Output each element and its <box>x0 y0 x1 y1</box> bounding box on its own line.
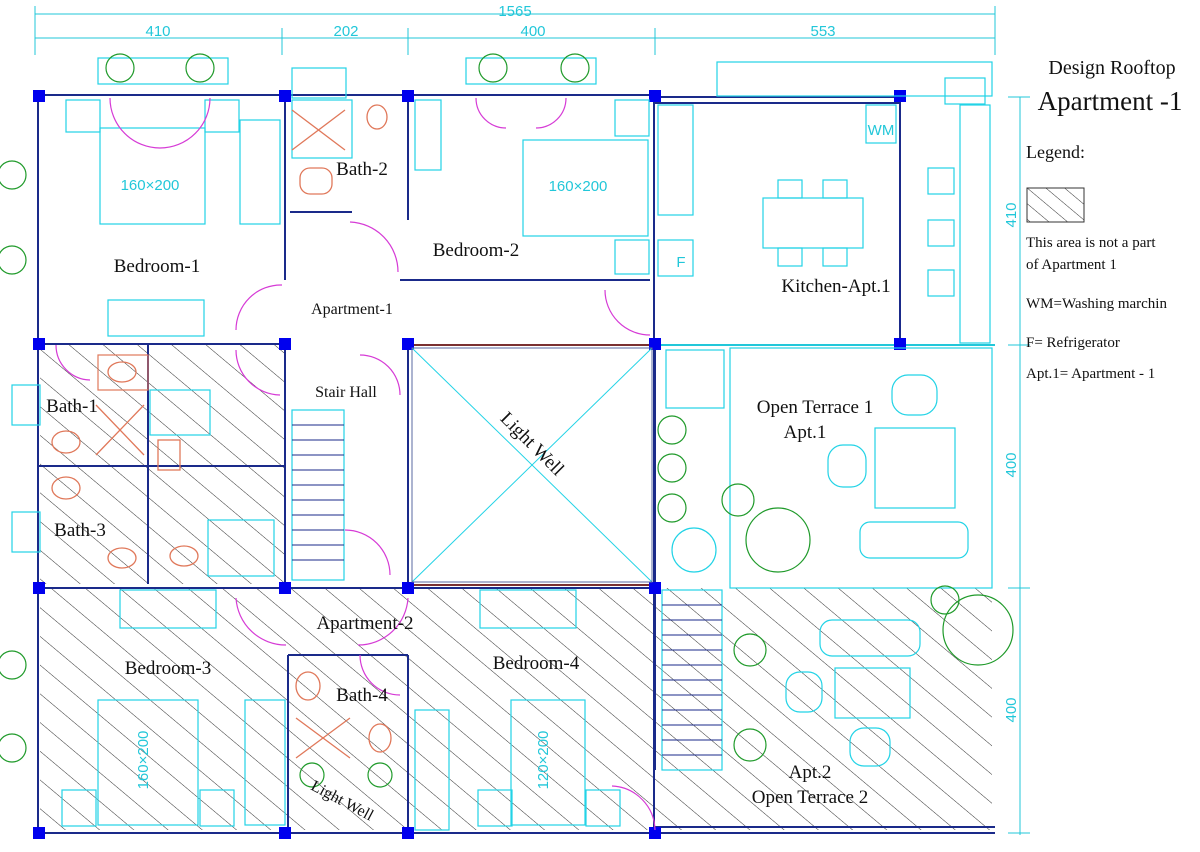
dimension-top-1: 410 <box>145 23 170 40</box>
room-label-kitchen: Kitchen-Apt.1 <box>781 276 890 297</box>
room-label-bath-1: Bath-1 <box>46 396 98 417</box>
room-label-apartment-1: Apartment-1 <box>311 301 393 318</box>
legend: Design Rooftop Apartment -1 Legend: This… <box>1026 57 1182 382</box>
door-swings <box>55 97 656 831</box>
furniture <box>11 57 993 831</box>
bed-4-size: 120×200 <box>535 731 552 790</box>
bed-4 <box>510 699 586 826</box>
room-label-bath-2: Bath-2 <box>336 159 388 180</box>
room-label-open-terrace-1-apt: Apt.1 <box>784 422 827 443</box>
bed-3 <box>97 699 199 826</box>
room-label-bedroom-1: Bedroom-1 <box>114 256 201 277</box>
dimension-top-4: 553 <box>810 23 835 40</box>
dimension-lines <box>34 6 1030 835</box>
bed-3-size: 160×200 <box>135 731 152 790</box>
legend-heading: Legend: <box>1026 142 1085 162</box>
legend-hatch-note-1: This area is not a part <box>1026 235 1156 251</box>
legend-apt-note: Apt.1= Apartment - 1 <box>1026 366 1155 382</box>
dimension-right-2: 400 <box>1003 452 1020 477</box>
dimension-right-3: 400 <box>1003 697 1020 722</box>
room-label-bedroom-3: Bedroom-3 <box>125 658 212 679</box>
dimension-top-2: 202 <box>333 23 358 40</box>
room-label-bedroom-2: Bedroom-2 <box>433 240 520 261</box>
bed-2 <box>522 139 649 237</box>
room-label-bath-4: Bath-4 <box>336 685 388 706</box>
overall-dimension: 1565 <box>498 3 531 20</box>
stair-treads <box>292 424 722 756</box>
plumbing-fixtures <box>51 104 392 759</box>
room-label-open-terrace-2-apt: Apt.2 <box>789 762 832 783</box>
dimension-right-1: 410 <box>1003 202 1020 227</box>
structural-columns <box>33 90 906 839</box>
dimension-top-3: 400 <box>520 23 545 40</box>
room-label-open-terrace-2: Open Terrace 2 <box>752 787 868 808</box>
room-label-open-terrace-1: Open Terrace 1 <box>757 397 873 418</box>
light-well-cross <box>411 347 653 583</box>
washing-machine-label: WM <box>868 122 895 139</box>
room-label-bath-3: Bath-3 <box>54 520 106 541</box>
room-label-apartment-2: Apartment-2 <box>316 613 413 634</box>
bed-1-size: 160×200 <box>121 177 180 194</box>
plants <box>0 53 1014 788</box>
bed-1 <box>99 127 206 225</box>
legend-hatch-swatch <box>1026 187 1085 223</box>
room-label-bedroom-4: Bedroom-4 <box>493 653 580 674</box>
bed-2-size: 160×200 <box>549 178 608 195</box>
legend-f-note: F= Refrigerator <box>1026 335 1120 351</box>
refrigerator-label: F <box>676 254 685 271</box>
room-label-light-well: Light Well <box>496 408 568 480</box>
legend-wm-note: WM=Washing marchin <box>1026 296 1167 312</box>
legend-subtitle: Apartment -1 <box>1038 86 1183 116</box>
room-label-stair-hall: Stair Hall <box>315 384 377 401</box>
legend-hatch-note-2: of Apartment 1 <box>1026 257 1117 273</box>
legend-title: Design Rooftop <box>1048 57 1175 79</box>
